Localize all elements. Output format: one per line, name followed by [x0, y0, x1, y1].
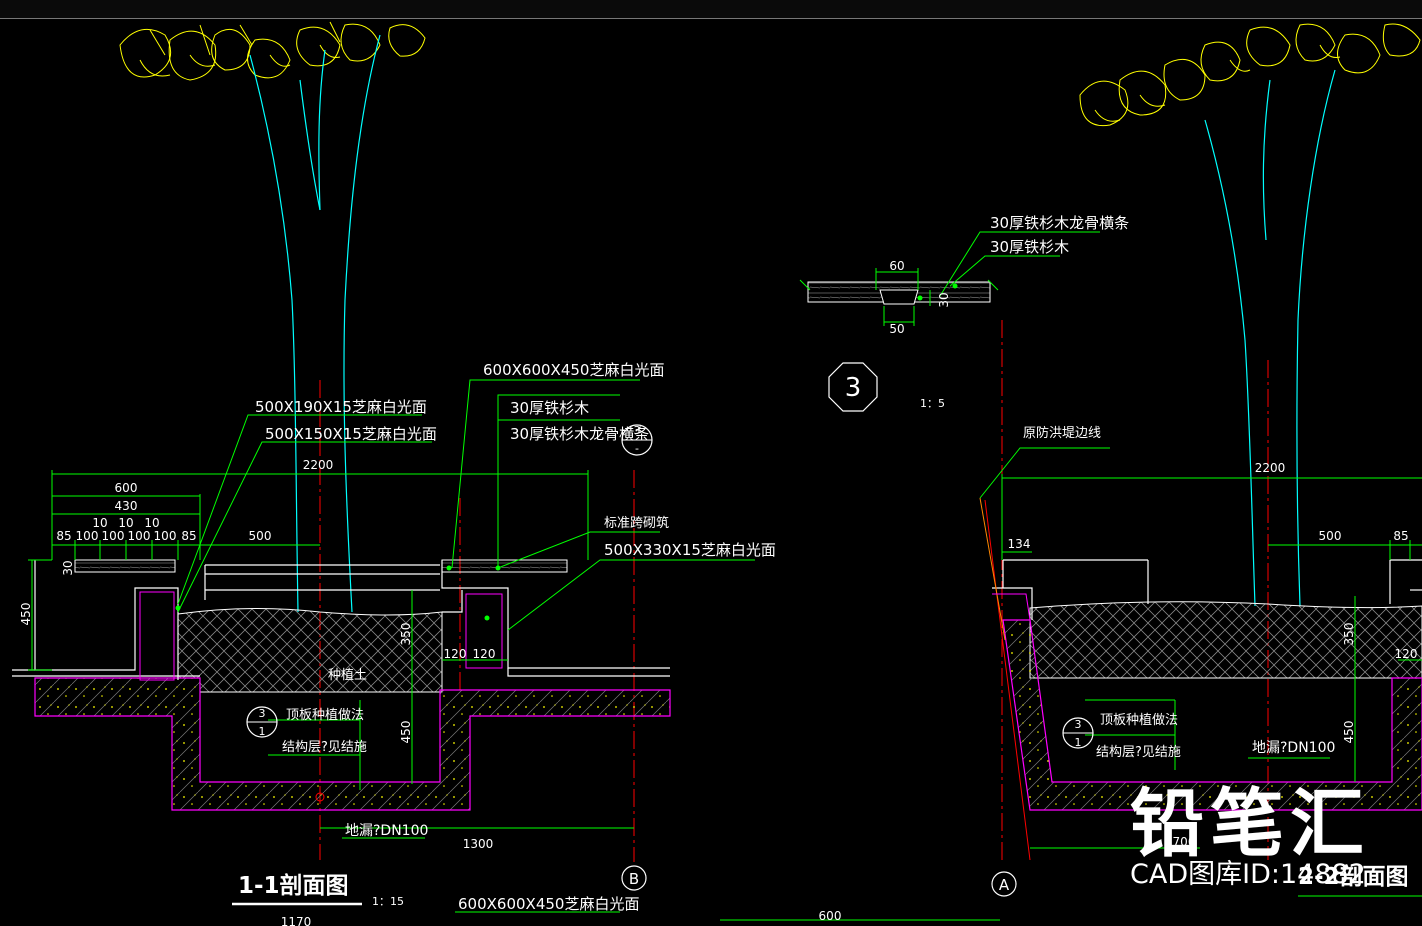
detail-dim-50: 50	[889, 322, 904, 336]
right-section-title: 2-2剖面图	[1298, 863, 1409, 890]
left-detail-ref-top: 3	[634, 424, 641, 437]
right-dim-450: 450	[1342, 721, 1356, 744]
right-planting-soil	[1029, 601, 1422, 679]
label-drain: 地漏?DN100	[345, 823, 428, 839]
dim-85-b: 85	[181, 529, 196, 543]
left-detail-ref-bottom: -	[635, 442, 639, 455]
right-structure-slab	[1002, 619, 1422, 811]
dim-100-c: 100	[128, 529, 151, 543]
dim-430: 430	[115, 499, 138, 513]
right-dim-134: 134	[1008, 537, 1031, 551]
right-section: 3 1 A 2200 500 85 134 350 120 450 700 60…	[720, 23, 1422, 923]
right-wall-outline	[992, 559, 1422, 620]
label-structure: 结构层?见结施	[282, 740, 367, 755]
dim-10-a: 10	[92, 516, 107, 530]
right-tree-trunk	[1204, 69, 1336, 607]
axis-bubble-a	[991, 871, 1017, 897]
label-planting-soil: 种植土	[328, 668, 367, 683]
dim-10-c: 10	[144, 516, 159, 530]
right-dimension-lines	[720, 447, 1422, 921]
left-bubble-bottom: 1	[259, 725, 266, 738]
left-tree-canopy	[119, 21, 426, 81]
detail-label-wood: 30厚铁杉木	[990, 238, 1069, 256]
left-section-scale: 1：15	[372, 895, 404, 908]
callout-fir-keel: 30厚铁杉木龙骨横条	[510, 425, 649, 443]
right-dim-700: 700	[1173, 835, 1196, 849]
dim-1300: 1300	[463, 837, 494, 851]
dim-10-b: 10	[118, 516, 133, 530]
dim-100-a: 100	[76, 529, 99, 543]
left-section-title: 1-1剖面图	[238, 872, 349, 899]
right-label-flood-line: 原防洪堤边线	[1023, 425, 1101, 441]
label-roof-planting: 顶板种植做法	[286, 708, 364, 723]
left-dimension-lines	[28, 379, 755, 913]
right-bubble-bottom: 1	[1075, 736, 1082, 749]
callout-cobble: 标准跨砌筑	[604, 515, 669, 531]
dim-85-a: 85	[56, 529, 71, 543]
dim-450-a: 450	[19, 603, 33, 626]
axis-label-b: B	[629, 870, 639, 888]
callout-bottom-stone: 600X600X450芝麻白光面	[458, 895, 639, 913]
detail-number-octagon	[828, 362, 878, 412]
dim-2200: 2200	[303, 458, 334, 472]
right-label-drain: 地漏?DN100	[1252, 740, 1335, 756]
watermark-id: CAD图库ID:14882	[1130, 859, 1366, 890]
detail-number: 3	[845, 373, 862, 403]
right-dim-2200: 2200	[1255, 461, 1286, 475]
dim-100-d: 100	[154, 529, 177, 543]
axis-label-a: A	[999, 876, 1010, 894]
detail-3: 60 50 30 30厚铁杉木龙骨横条 30厚铁杉木 3 1：5	[799, 214, 1129, 860]
left-tree-trunk	[249, 34, 381, 613]
callout-stone-330: 500X330X15芝麻白光面	[604, 541, 776, 559]
viewport-top-bar	[0, 0, 1422, 19]
dim-120-b: 120	[473, 647, 496, 661]
dim-1170: 1170	[281, 915, 312, 926]
right-bubble-top: 3	[1075, 718, 1082, 731]
left-bench-top	[74, 559, 176, 573]
right-dim-600: 600	[819, 909, 842, 923]
dim-30: 30	[61, 560, 75, 575]
left-section: 3 - 3 1 B 2200 600 430 10 10 10 85 100 1…	[12, 21, 776, 926]
right-dim-350: 350	[1342, 623, 1356, 646]
watermark-logo: 铅笔汇	[1130, 781, 1370, 867]
dim-450-b: 450	[399, 721, 413, 744]
dim-600: 600	[115, 481, 138, 495]
callout-fir-wood: 30厚铁杉木	[510, 399, 589, 417]
detail-dim-30: 30	[937, 292, 951, 307]
detail-label-keel: 30厚铁杉木龙骨横条	[990, 214, 1129, 232]
left-planting-soil	[177, 607, 443, 693]
callout-stone-190: 500X190X15芝麻白光面	[255, 398, 427, 416]
left-structure-slab	[34, 677, 671, 811]
detail-scale: 1：5	[920, 397, 945, 410]
dim-120-a: 120	[444, 647, 467, 661]
callout-stone-150: 500X150X15芝麻白光面	[265, 425, 437, 443]
dim-100-b: 100	[102, 529, 125, 543]
right-label-structure: 结构层?见结施	[1096, 745, 1181, 760]
left-wall-lining	[139, 591, 503, 681]
right-dim-85: 85	[1393, 529, 1408, 543]
right-dim-500: 500	[1319, 529, 1342, 543]
right-tree-canopy	[1079, 23, 1421, 127]
right-dim-120: 120	[1395, 647, 1418, 661]
detail-dim-60: 60	[889, 259, 904, 273]
left-bubble-top: 3	[259, 707, 266, 720]
dim-500: 500	[249, 529, 272, 543]
callout-stone-600: 600X600X450芝麻白光面	[483, 361, 664, 379]
axis-bubble-b	[621, 865, 647, 891]
right-label-roof-planting: 顶板种植做法	[1100, 713, 1178, 728]
dim-350: 350	[399, 623, 413, 646]
